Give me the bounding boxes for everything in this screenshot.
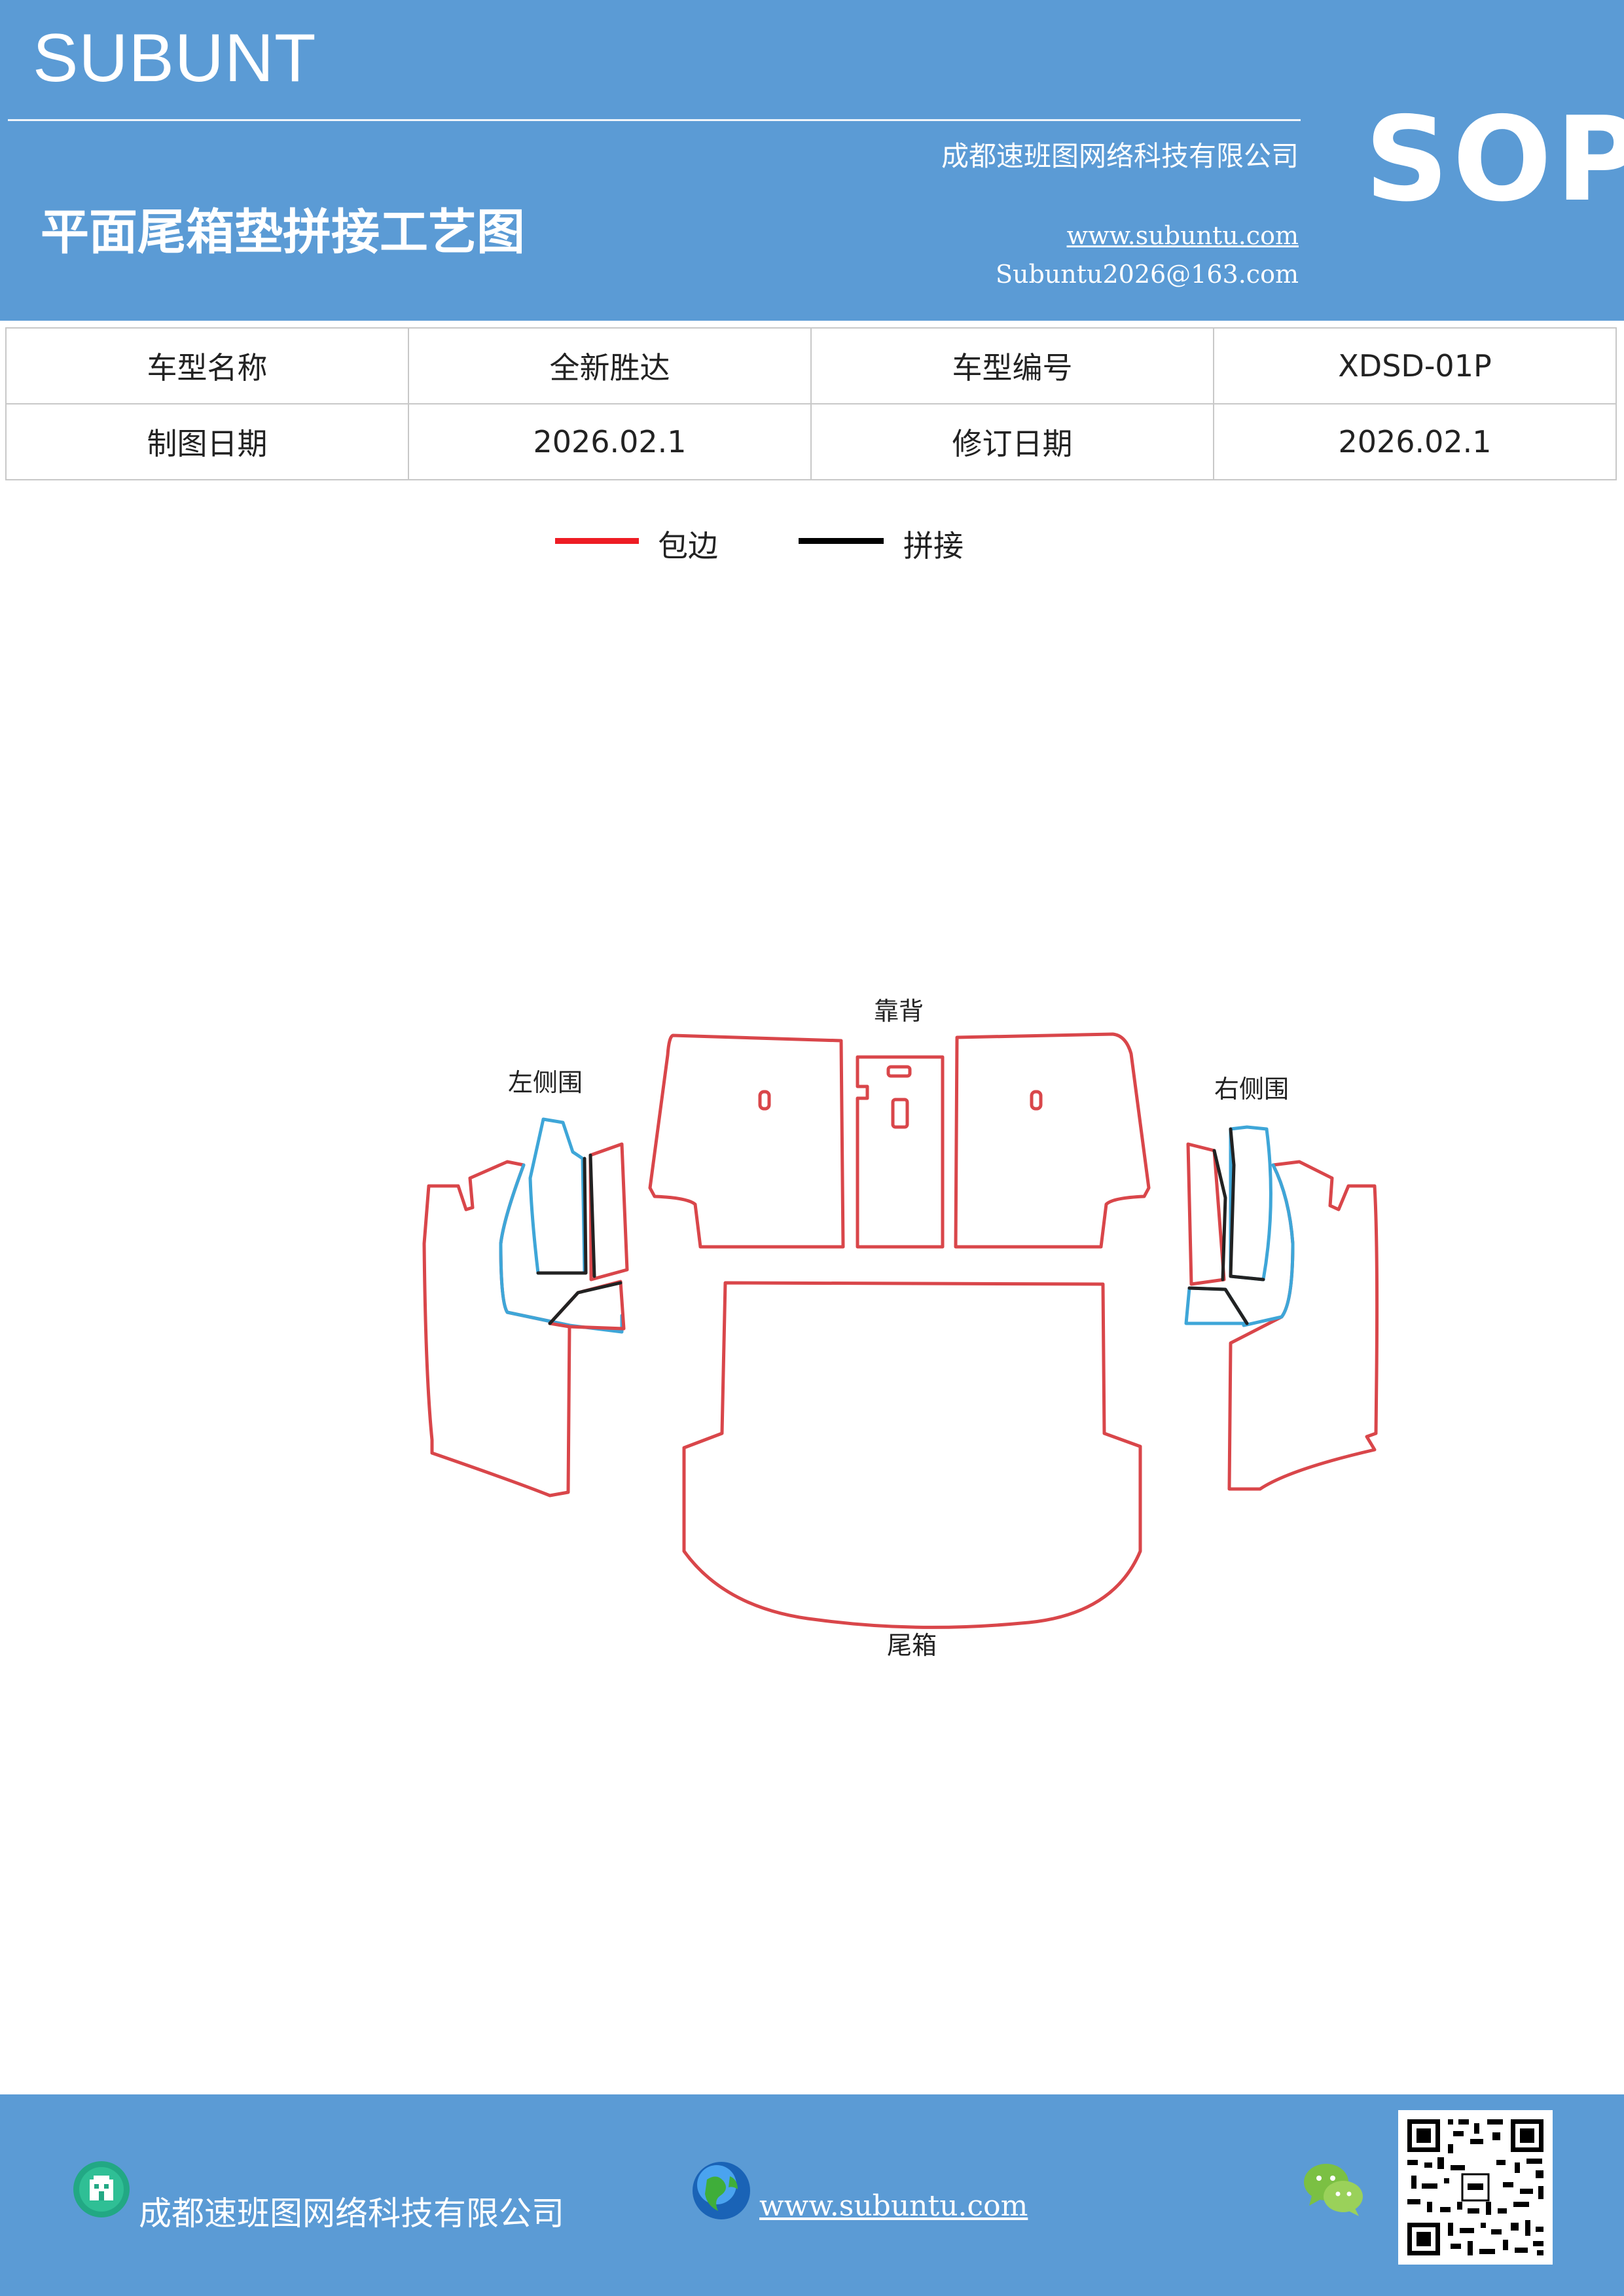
revise-date-label: 修订日期 [810,403,1214,480]
email-address: Subuntu2026@163.com [995,260,1299,289]
vehicle-info-table: 车型名称 全新胜达 车型编号 XDSD-01P 制图日期 2026.02.1 修… [5,327,1617,480]
right-inner-panel-b [1186,1142,1226,1286]
backrest-right-hole [1030,1090,1043,1111]
table-row: 车型名称 全新胜达 车型编号 XDSD-01P [5,327,1617,404]
edging-swatch [555,538,639,544]
brand-name: SUBUNT [33,20,317,96]
revise-date-value: 2026.02.1 [1213,403,1617,480]
model-code-value: XDSD-01P [1213,327,1617,404]
globe-icon [691,2160,753,2222]
page-header: SUBUNT 成都速班图网络科技有限公司 平面尾箱垫拼接工艺图 www.subu… [0,0,1624,321]
left-inner-panel-c [548,1280,626,1331]
backrest-middle-slot [891,1098,909,1129]
backrest-middle-panel [856,1055,945,1249]
model-name-label: 车型名称 [5,327,409,404]
left-inner-panel-a [528,1117,586,1275]
building-icon [72,2160,131,2219]
trunk-label: 尾箱 [887,1631,937,1660]
edging-label: 包边 [658,528,718,564]
line-legend: 包边 拼接 [0,524,1624,576]
wechat-icon[interactable] [1303,2160,1365,2219]
right-inner-splice-c [1187,1286,1249,1325]
draw-date-value: 2026.02.1 [408,403,812,480]
right-inner-panel-a [1229,1125,1272,1282]
left-inner-panel-b [588,1142,629,1282]
splice-label: 拼接 [903,528,964,564]
right-inner-splice-a [1229,1127,1265,1282]
backrest-label: 靠背 [874,997,924,1026]
right-side-outer-panel [1227,1160,1379,1491]
footer-company-name: 成都速班图网络科技有限公司 [139,2195,564,2233]
qr-code [1398,2110,1553,2265]
page-footer: 成都速班图网络科技有限公司 www.subuntu.com [0,2094,1624,2296]
left-side-outer-panel [422,1160,571,1498]
left-side-blue-edge [499,1163,624,1334]
backrest-right-panel [954,1032,1151,1249]
left-side-label: 左侧围 [508,1068,583,1097]
right-inner-panel-c [1184,1286,1249,1325]
model-name-value: 全新胜达 [408,327,812,404]
right-inner-splice-b [1212,1149,1227,1282]
sop-badge: SOP [1365,92,1624,227]
splice-swatch [799,538,884,544]
backrest-middle-slot-top [886,1065,912,1078]
left-inner-splice-a [536,1157,588,1275]
trunk-floor-panel [682,1281,1142,1629]
footer-website-link[interactable]: www.subuntu.com [759,2189,1028,2223]
website-link[interactable]: www.subuntu.com [1066,221,1299,250]
header-divider [8,119,1301,121]
left-inner-splice-b [588,1153,596,1278]
left-inner-splice-c [548,1281,623,1325]
model-code-label: 车型编号 [810,327,1214,404]
draw-date-label: 制图日期 [5,403,409,480]
right-side-label: 右侧围 [1214,1075,1289,1103]
backrest-left-hole [758,1090,771,1111]
table-row: 制图日期 2026.02.1 修订日期 2026.02.1 [5,403,1617,480]
right-side-blue-edge [1242,1163,1295,1327]
backrest-left-panel [648,1033,845,1249]
document-title: 平面尾箱垫拼接工艺图 [41,204,525,260]
company-name: 成都速班图网络科技有限公司 [941,140,1299,172]
